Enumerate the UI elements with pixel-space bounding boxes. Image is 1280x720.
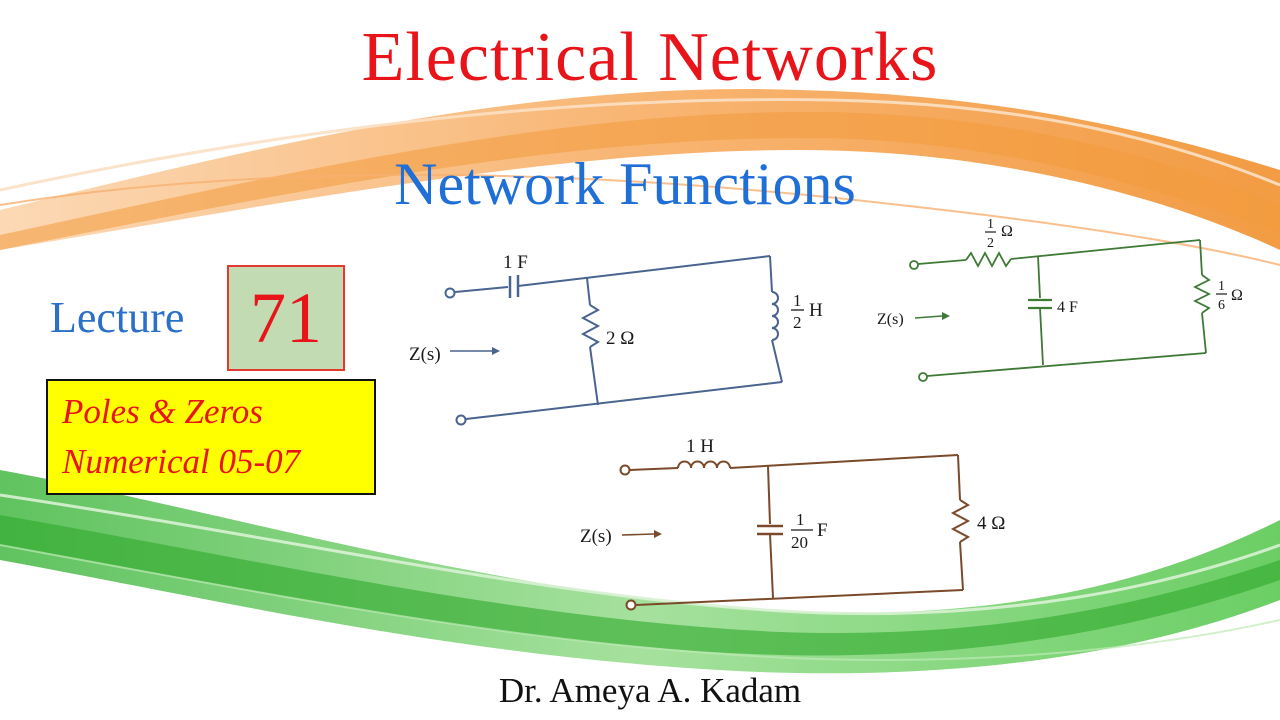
c1-capacitor-label: 1 F [503,252,528,273]
c2-input-label: Z(s) [877,311,904,328]
slide-title: Electrical Networks [361,19,939,96]
topic-box: Poles & Zeros Numerical 05-07 [46,379,376,495]
c2-resistor2-den: 6 [1218,298,1225,313]
c3-terminal-top [619,464,631,476]
lecture-label: Lecture [50,293,185,342]
c3-capacitor-unit: F [817,520,828,541]
topic-line-2: Numerical 05-07 [62,442,301,481]
c2-resistor1-unit: Ω [1001,223,1013,240]
c3-inductor-coil [677,460,731,469]
c1-inductor-coil [771,291,779,341]
c1-resistor-zigzag [580,304,601,348]
c1-inductor-unit: H [809,300,823,321]
c2-terminal-bottom [918,372,928,382]
c1-resistor-label: 2 Ω [606,328,634,349]
c1-inductor-den: 2 [793,313,802,332]
c3-resistor-label: 4 Ω [977,513,1005,534]
lecture-number-badge: 71 [227,265,345,371]
c3-capacitor-num: 1 [796,510,805,529]
c3-resistor-zigzag [950,499,971,543]
circuit-1 [444,255,783,426]
c3-capacitor-den: 20 [791,533,808,552]
c3-input-label: Z(s) [580,526,612,547]
circuit-3 [619,454,971,611]
c1-input-label: Z(s) [409,344,441,365]
author-name: Dr. Ameya A. Kadam [498,671,802,710]
c2-terminal-top [909,260,919,270]
slide-subtitle: Network Functions [394,151,856,217]
topic-line-1: Poles & Zeros [62,392,263,431]
c1-inductor-num: 1 [793,291,802,310]
c2-capacitor-label: 4 F [1057,299,1078,316]
c2-resistor1-den: 2 [987,236,994,251]
c2-resistor2-unit: Ω [1231,287,1243,304]
c2-resistor2-zigzag [1192,274,1212,314]
c2-resistor1-num: 1 [987,217,994,232]
circuit-2 [909,239,1212,382]
c3-terminal-bottom [625,599,637,611]
c1-terminal-top [444,287,456,299]
c1-terminal-bottom [455,414,467,426]
c2-resistor1-zigzag [965,251,1012,268]
c3-inductor-label: 1 H [686,436,714,457]
c2-resistor2-num: 1 [1218,279,1225,294]
